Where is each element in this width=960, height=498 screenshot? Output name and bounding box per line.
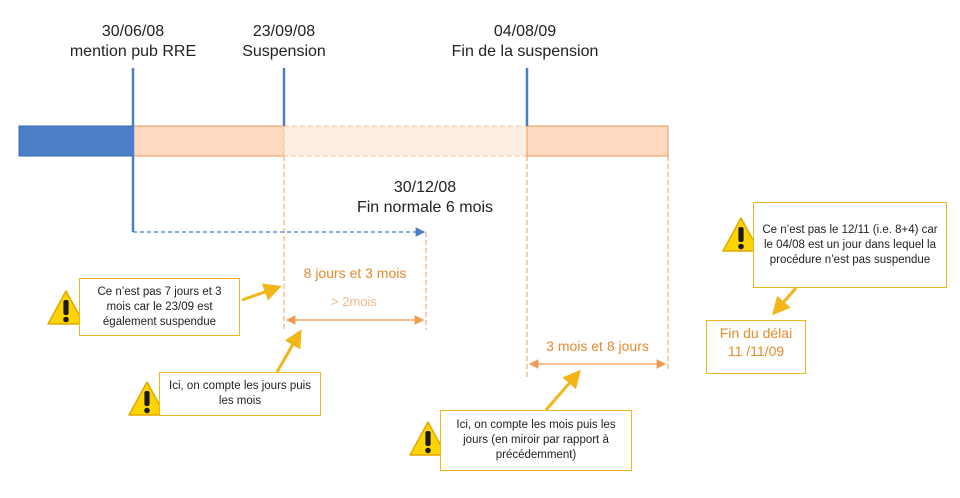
deadline-date: 11 /11/09	[727, 343, 785, 359]
event-end-suspension: 04/08/09 Fin de la suspension	[440, 22, 610, 62]
bar-before-publication	[18, 125, 134, 157]
arrow-icon	[275, 329, 302, 373]
event-date: 04/08/09	[493, 23, 557, 40]
event-label: mention pub RRE	[69, 43, 197, 60]
warning-icon	[128, 381, 166, 416]
normal-end-date: 30/12/08	[393, 179, 457, 196]
bar-running-period	[132, 125, 285, 157]
deadline-title: Fin du délai	[719, 325, 793, 341]
bar-suspension-period	[283, 125, 528, 157]
span-label-eight-days-three-months: 8 jours et 3 mois	[303, 265, 407, 281]
event-label: Suspension	[242, 43, 326, 60]
arrow-icon	[241, 283, 282, 302]
bar-resumed-period	[526, 125, 669, 157]
note-not-seven-days: Ce n’est pas 7 jours et 3 mois car le 23…	[79, 278, 240, 336]
normal-end-text: Fin normale 6 mois	[356, 199, 494, 216]
event-date: 23/09/08	[252, 23, 316, 40]
event-publication: 30/06/08 mention pub RRE	[58, 22, 208, 62]
warning-icon	[47, 290, 85, 325]
arrow-icon	[772, 287, 798, 316]
deadline-box: Fin du délai 11 /11/09	[706, 320, 806, 374]
event-date: 30/06/08	[101, 23, 165, 40]
warning-icon	[409, 421, 447, 456]
normal-end-label: 30/12/08 Fin normale 6 mois	[345, 178, 505, 218]
arrow-icon	[544, 369, 581, 411]
span-label-more-than-two-months: > 2mois	[331, 294, 377, 309]
warning-icon	[722, 217, 760, 252]
note-not-twelve-nov: Ce n’est pas le 12/11 (i.e. 8+4) car le …	[753, 202, 947, 288]
event-label: Fin de la suspension	[451, 43, 599, 60]
note-days-then-months: Ici, on compte les jours puis les mois	[159, 372, 321, 416]
note-months-then-days: Ici, on compte les mois puis les jours (…	[440, 410, 632, 471]
span-label-three-months-eight-days: 3 mois et 8 jours	[546, 338, 649, 354]
event-suspension: 23/09/08 Suspension	[219, 22, 349, 62]
